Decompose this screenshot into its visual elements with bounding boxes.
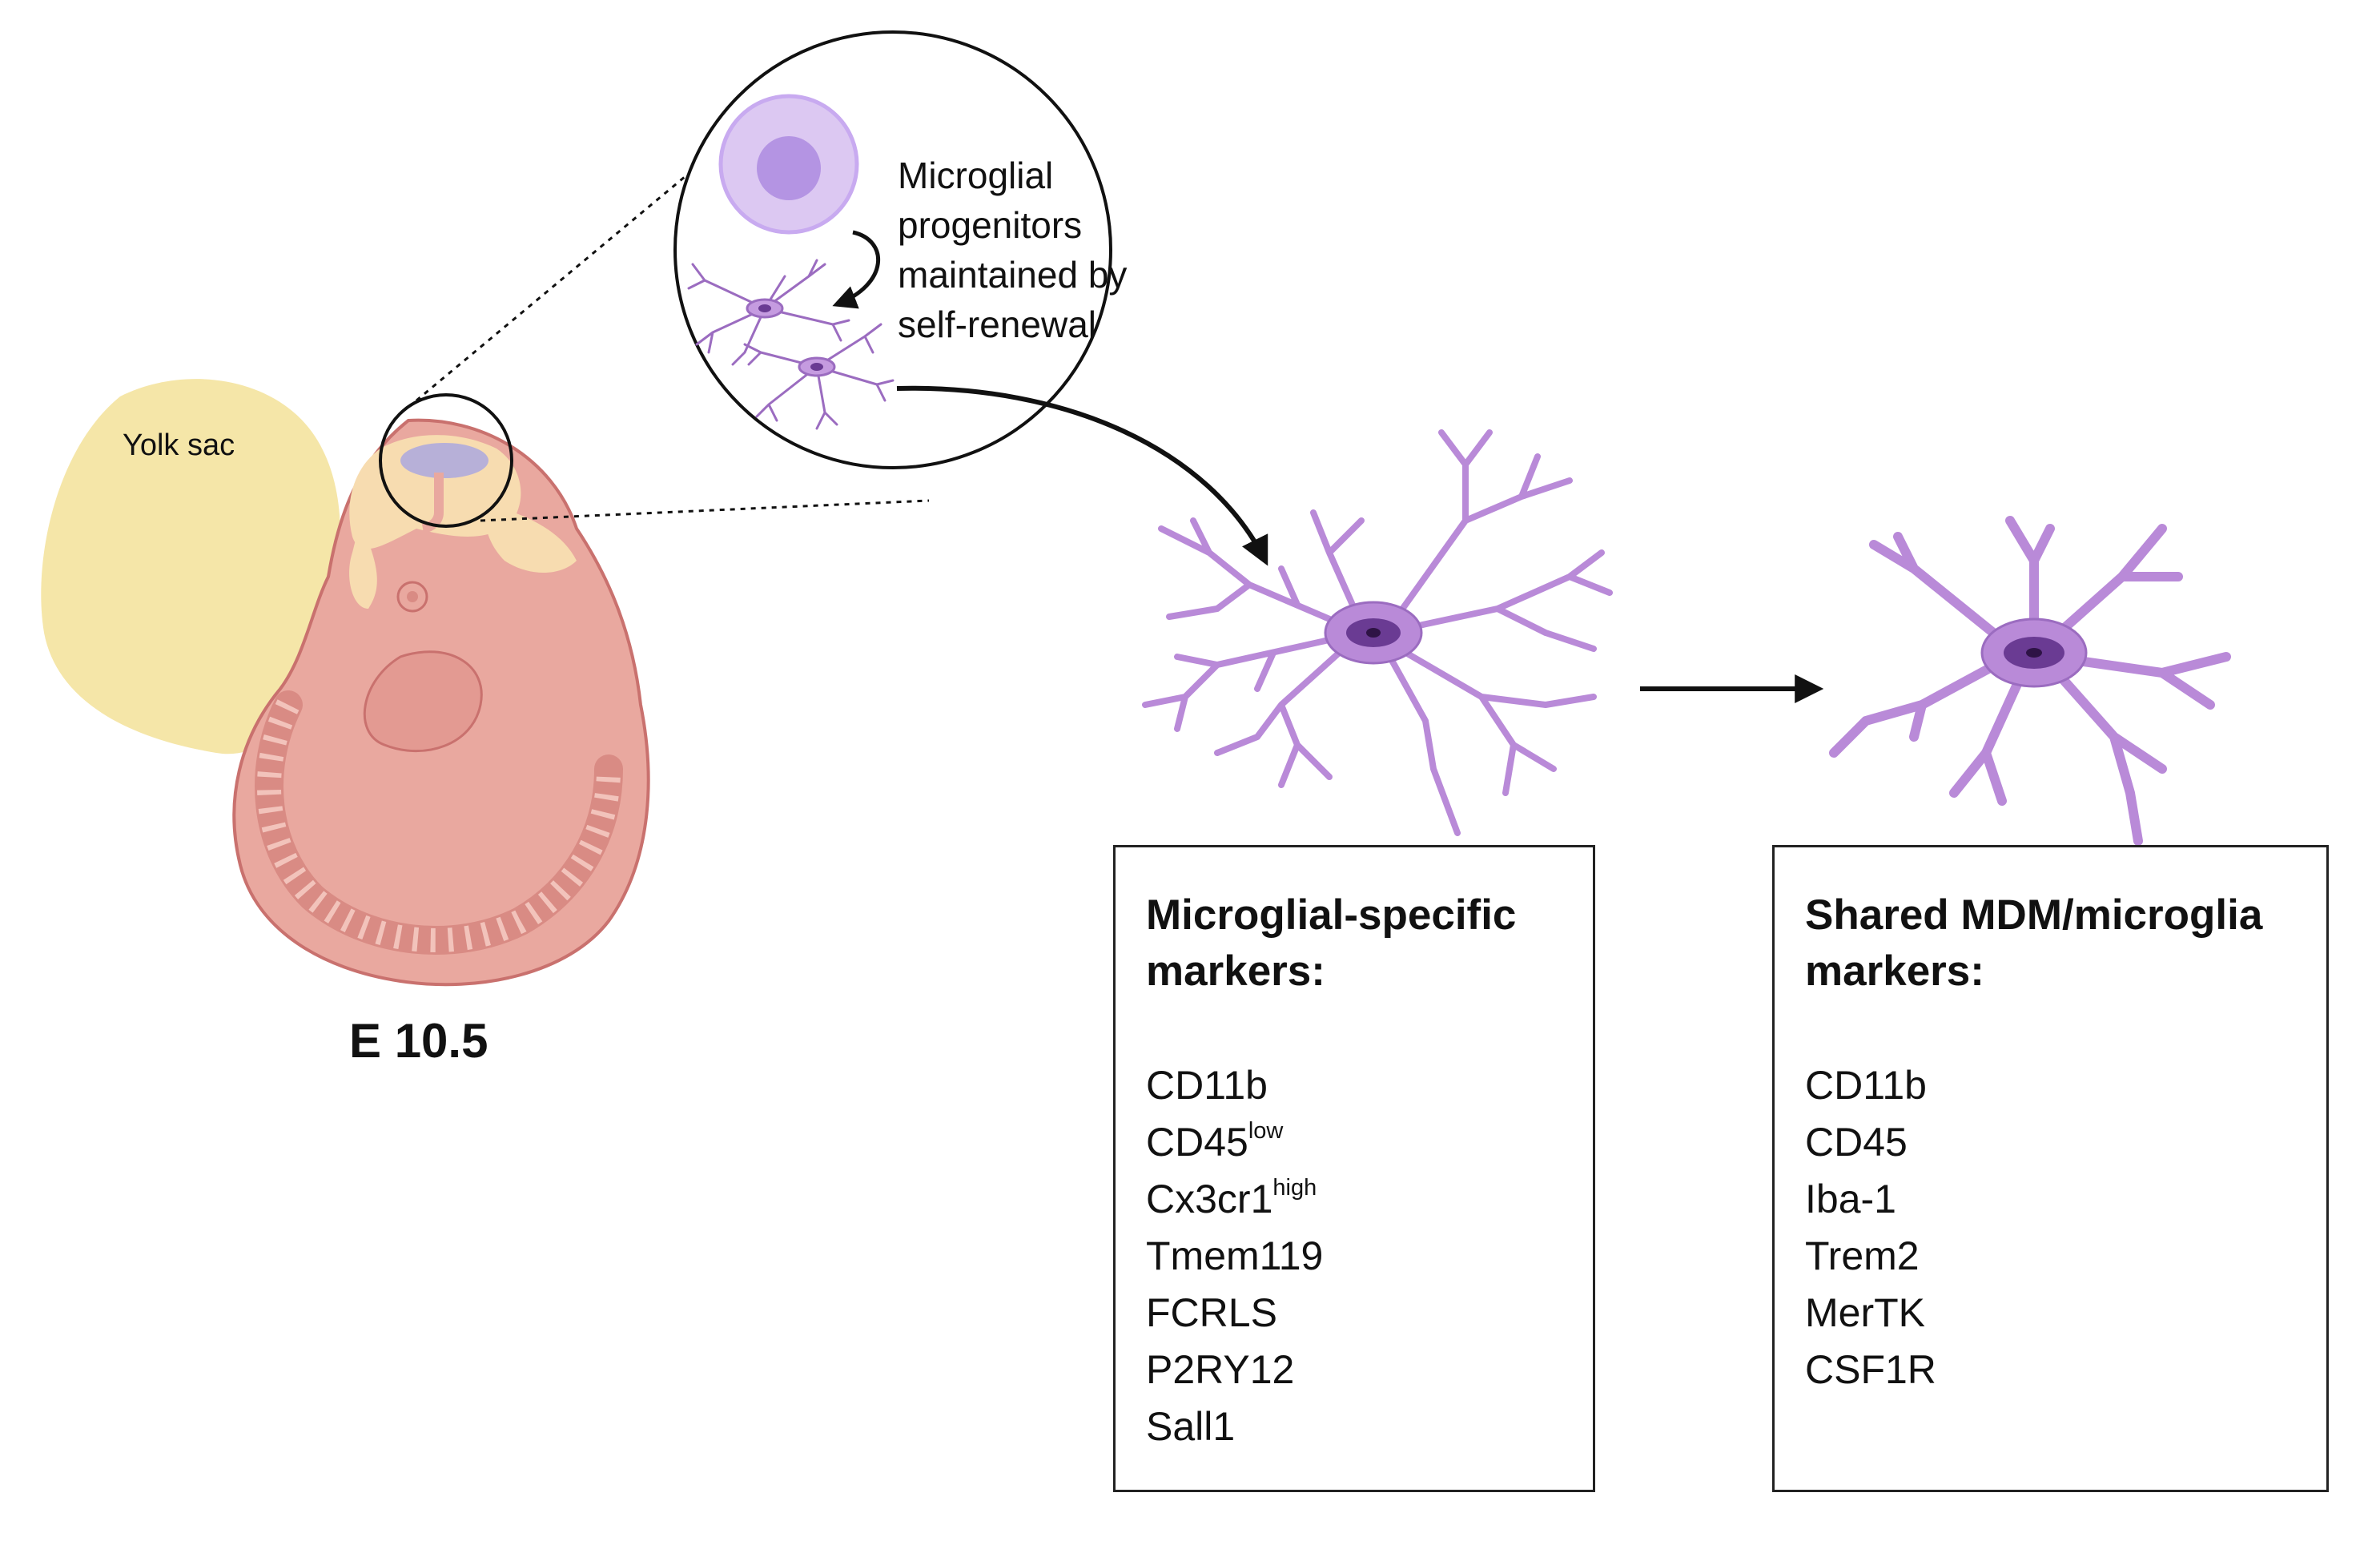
marker-item: P2RY12 — [1146, 1342, 1323, 1398]
embryo-eye-pupil — [407, 591, 418, 602]
callout-line: self-renewal — [898, 304, 1096, 345]
marker-item: CD45low — [1146, 1114, 1323, 1171]
marker-name: CD45 — [1146, 1120, 1248, 1165]
marker-expression-level: low — [1248, 1118, 1284, 1144]
marker-item: CD11b — [1805, 1057, 1936, 1114]
marker-item: Iba-1 — [1805, 1171, 1936, 1228]
marker-item: FCRLS — [1146, 1285, 1323, 1342]
yolk-sac-label: Yolk sac — [123, 429, 235, 462]
marker-expression-level: high — [1272, 1175, 1317, 1201]
microglia-cell-specific — [1142, 429, 1613, 836]
callout-line: maintained by — [898, 254, 1128, 296]
marker-item: Tmem119 — [1146, 1228, 1323, 1285]
box-title: Microglial-specific markers: — [1146, 887, 1516, 1000]
marker-name: Iba-1 — [1805, 1177, 1896, 1221]
zoom-line-bottom — [480, 499, 930, 522]
small-microglia-icons — [687, 259, 895, 430]
box-title-line: markers: — [1146, 948, 1325, 995]
callout-line: progenitors — [898, 204, 1083, 246]
zoom-source-circle — [379, 393, 513, 528]
box-title: Shared MDM/microglia markers: — [1805, 887, 2262, 1000]
inset-to-microglia-arrow — [896, 385, 1268, 566]
marker-item: CSF1R — [1805, 1342, 1936, 1398]
marker-name: Trem2 — [1805, 1233, 1920, 1278]
microglia-cell-shared — [1829, 516, 2231, 846]
marker-item: Cx3cr1high — [1146, 1171, 1323, 1228]
marker-name: CD11b — [1805, 1063, 1927, 1108]
marker-name: FCRLS — [1146, 1290, 1277, 1335]
marker-name: CD11b — [1146, 1063, 1268, 1108]
marker-name: CD45 — [1805, 1120, 1908, 1165]
marker-item: MerTK — [1805, 1285, 1936, 1342]
self-renewal-arrow — [832, 230, 880, 309]
marker-name: P2RY12 — [1146, 1347, 1295, 1392]
progenitor-callout: Microglial progenitors maintained by sel… — [898, 151, 1202, 349]
embryo-hindbrain — [349, 521, 377, 609]
marker-name: Sall1 — [1146, 1404, 1236, 1449]
zoom-line-top — [416, 159, 706, 402]
embryonic-stage-label: E 10.5 — [349, 1014, 488, 1068]
callout-line: Microglial — [898, 155, 1054, 196]
marker-name: Cx3cr1 — [1146, 1177, 1273, 1221]
embryo-illustration — [232, 418, 650, 987]
neural-tube — [421, 473, 444, 533]
embryo-limb — [363, 650, 483, 753]
embryo-brain-region-2 — [485, 505, 577, 573]
marker-item: CD11b — [1146, 1057, 1323, 1114]
yolk-sac-shape — [41, 379, 341, 754]
marker-item: Trem2 — [1805, 1228, 1936, 1285]
box-title-line: Shared MDM/microglia — [1805, 891, 2263, 939]
brain-ventricle — [400, 443, 488, 478]
marker-name: Tmem119 — [1146, 1233, 1324, 1278]
marker-name: MerTK — [1805, 1290, 1925, 1335]
small-microglia-1-nucleus — [758, 304, 771, 312]
marker-item: Sall1 — [1146, 1398, 1323, 1455]
embryo-somite-lines — [257, 699, 621, 952]
progenitor-nucleus — [757, 136, 821, 200]
marker-item: CD45 — [1805, 1114, 1936, 1171]
small-microglia-2-nucleus — [810, 363, 823, 371]
box-title-line: markers: — [1805, 948, 1984, 995]
marker-name: CSF1R — [1805, 1347, 1936, 1392]
box-title-line: Microglial-specific — [1146, 891, 1517, 939]
